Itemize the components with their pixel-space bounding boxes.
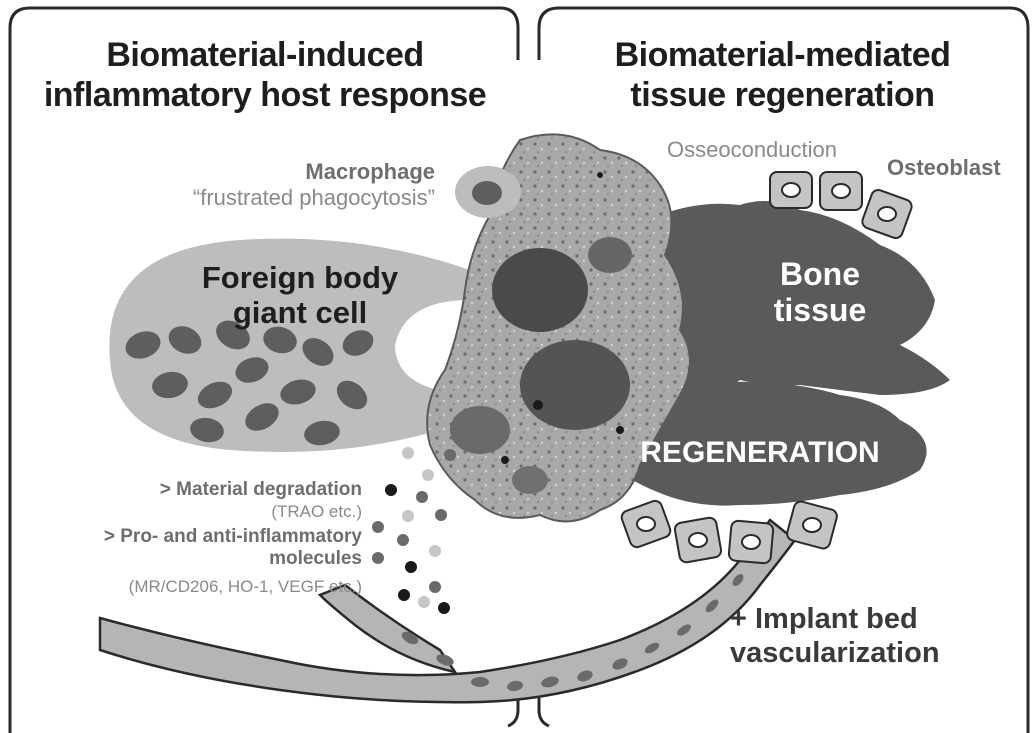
vascularization-label: + Implant bed vascularization	[730, 604, 930, 669]
markers-label: (MR/CD206, HO-1, VEGF etc.)	[40, 578, 362, 596]
molecules-line2: molecules	[40, 549, 362, 569]
osteoblast-cells-bottom	[620, 499, 839, 564]
vascularization-line1: + Implant bed	[730, 604, 930, 634]
right-panel-title: Biomaterial-mediated tissue regeneration	[560, 38, 1005, 113]
secreted-molecule-dots	[372, 447, 456, 614]
giant-cell-line2: giant cell	[190, 297, 410, 330]
frustrated-phagocytosis-label: “frustrated phagocytosis”	[170, 186, 435, 209]
vascularization-line2: vascularization	[730, 638, 930, 668]
osteoblast-label: Osteoblast	[887, 156, 1001, 179]
bone-line2: tissue	[755, 294, 885, 328]
degradation-label: > Material degradation	[100, 480, 362, 500]
left-panel-title: Biomaterial-induced inflammatory host re…	[40, 38, 490, 113]
giant-cell-line1: Foreign body	[190, 262, 410, 295]
right-title-line2: tissue regeneration	[560, 78, 1005, 114]
vessel-branch	[320, 585, 455, 672]
left-title-line1: Biomaterial-induced	[40, 38, 490, 74]
macrophage-cell	[455, 166, 521, 218]
molecules-label: > Pro- and anti-inflammatory molecules	[40, 527, 362, 569]
bone-line1: Bone	[755, 258, 885, 292]
macrophage-label: Macrophage	[290, 160, 435, 183]
molecules-line1: > Pro- and anti-inflammatory	[40, 527, 362, 547]
right-title-line1: Biomaterial-mediated	[560, 38, 1005, 74]
regeneration-label: REGENERATION	[630, 437, 890, 469]
trao-label: (TRAO etc.)	[100, 503, 362, 521]
giant-cell-label: Foreign body giant cell	[190, 262, 410, 329]
left-title-line2: inflammatory host response	[40, 78, 490, 114]
osseoconduction-label: Osseoconduction	[667, 138, 837, 161]
bone-tissue-label: Bone tissue	[755, 258, 885, 327]
